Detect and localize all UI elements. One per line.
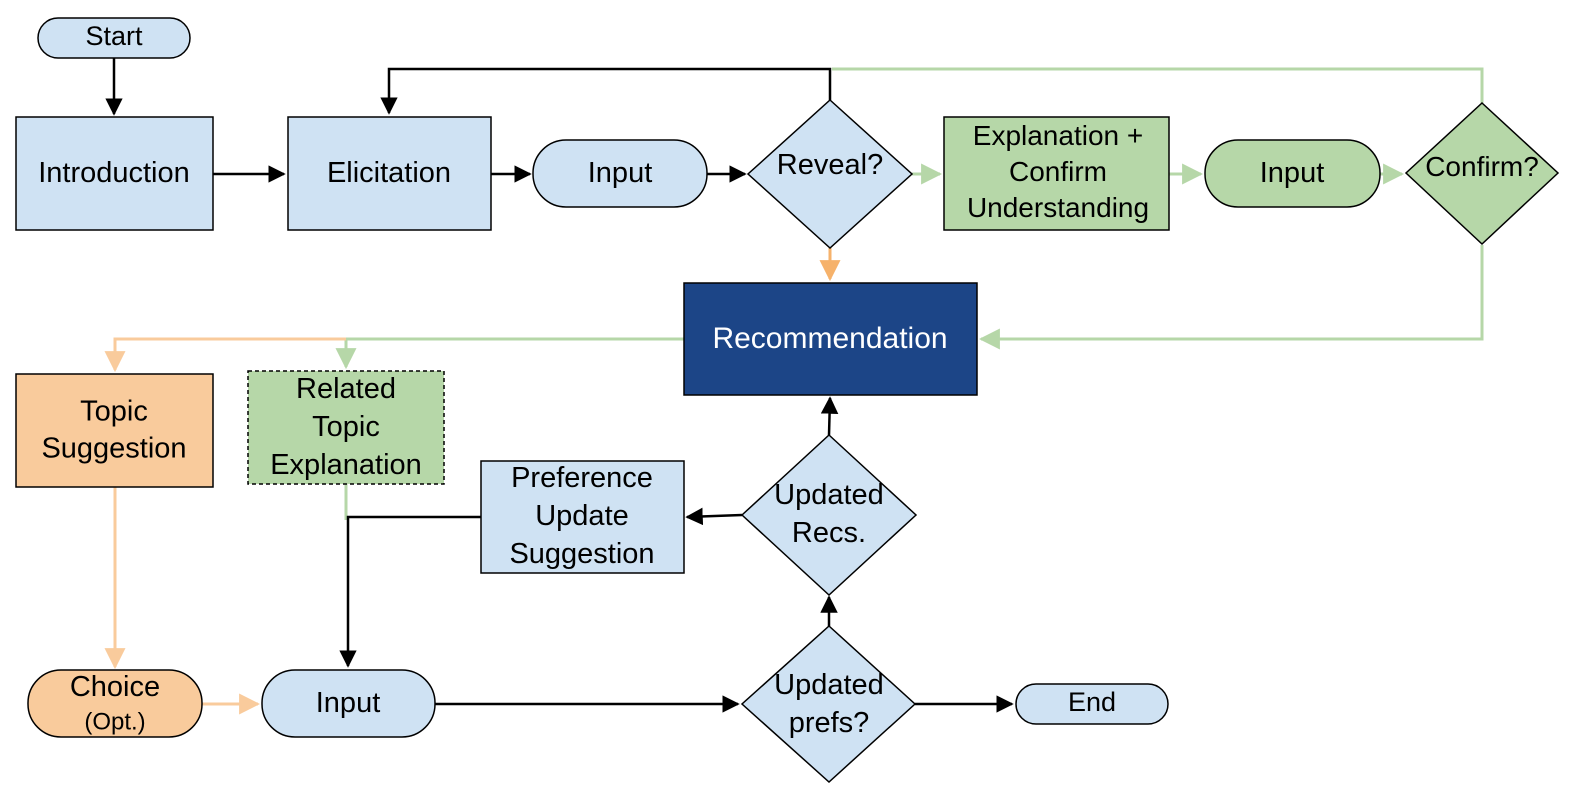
node-elicitation: Elicitation — [287, 116, 492, 231]
node-start: Start — [37, 17, 191, 59]
node-recommendation-label: Recommendation — [712, 322, 947, 355]
text-line: Input — [316, 687, 381, 719]
text-line: Related — [296, 373, 396, 405]
text-line: Suggestion — [509, 538, 654, 570]
node-elicitation-label: Elicitation — [327, 157, 451, 189]
text-line: Suggestion — [41, 432, 186, 464]
text-line: Input — [588, 157, 653, 189]
node-introduction: Introduction — [15, 116, 214, 231]
text-line: Explanation + — [973, 120, 1143, 151]
arrow-confirm-loop-top — [832, 67, 1484, 103]
arrow-recommendation-to-topic-suggestion — [104, 337, 346, 373]
text-line: Introduction — [38, 157, 190, 189]
node-choice: Choice (Opt.) — [27, 669, 203, 738]
node-reveal-decision: Reveal? — [746, 98, 914, 250]
node-recommendation: Recommendation — [683, 282, 978, 396]
text-line: Updated — [774, 669, 884, 701]
arrow-preference-update-to-input — [339, 515, 481, 668]
node-end: End — [1015, 683, 1169, 725]
node-input-2: Input — [1204, 139, 1381, 208]
arrow-updated-recs-to-preference-update — [685, 507, 743, 526]
text-line: Update — [535, 500, 629, 532]
node-choice-sublabel: (Opt.) — [84, 708, 145, 735]
node-input-2-label: Input — [1260, 157, 1325, 189]
node-choice-label: Choice — [70, 671, 160, 703]
text-line: Confirm? — [1425, 151, 1539, 182]
text-line: Explanation — [270, 449, 422, 481]
node-reveal-label: Reveal? — [777, 149, 883, 181]
text-line: Recs. — [792, 517, 866, 549]
node-confirm-label: Confirm? — [1425, 151, 1539, 182]
node-updated-prefs-label: Updated prefs? — [774, 669, 884, 739]
arrow-confirm-to-recommendation — [978, 245, 1484, 350]
node-confirm-decision: Confirm? — [1404, 101, 1560, 246]
text-line: Updated — [774, 479, 884, 511]
arrow-reveal-to-elicitation — [380, 67, 832, 115]
text-line: Understanding — [967, 192, 1149, 223]
text-line: Recommendation — [712, 322, 947, 355]
text-line: Choice — [70, 671, 160, 703]
text-line: Confirm — [1009, 156, 1107, 187]
text-line: Elicitation — [327, 157, 451, 189]
node-end-label: End — [1068, 687, 1116, 717]
node-input-1: Input — [532, 139, 708, 208]
node-input-3-label: Input — [316, 687, 381, 719]
node-introduction-label: Introduction — [38, 157, 190, 189]
text-line: prefs? — [789, 707, 870, 739]
text-line: Start — [85, 21, 143, 51]
text-line: Preference — [511, 462, 653, 494]
text-line: End — [1068, 687, 1116, 717]
text-line: Topic — [80, 395, 148, 427]
node-updated-prefs-decision: Updated prefs? — [740, 624, 917, 784]
arrow-recommendation-to-related-topic — [335, 337, 684, 370]
node-input-1-label: Input — [588, 157, 653, 189]
node-input-3: Input — [261, 669, 436, 738]
text-line: Reveal? — [777, 149, 883, 181]
text-line: Input — [1260, 157, 1325, 189]
text-line: Topic — [312, 411, 380, 443]
node-start-label: Start — [85, 21, 143, 51]
connectors — [104, 58, 1484, 715]
arrow-updated-recs-to-recommendation — [820, 396, 839, 436]
